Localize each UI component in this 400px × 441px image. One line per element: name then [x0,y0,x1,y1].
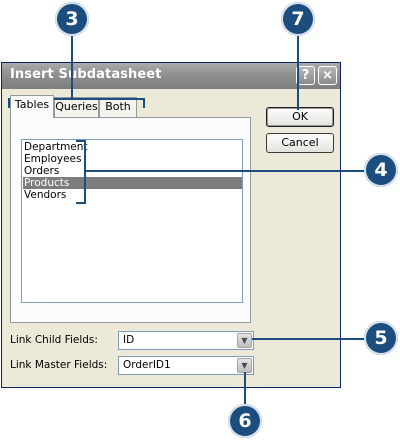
cancel-button[interactable]: Cancel [266,133,334,153]
callout-3-bracket-left [8,98,10,108]
tables-tab-panel: Department Employees Orders Products Ven… [10,117,251,323]
callout-4-bracket-bottom [76,202,86,204]
callout-4: 4 [364,153,398,187]
callout-4-leader [84,170,364,172]
list-item-department[interactable]: Department [24,141,88,153]
list-item-products[interactable]: Products [23,177,242,189]
link-child-fields-value: ID [123,334,135,346]
help-icon: ? [301,68,310,83]
tab-queries[interactable]: Queries [54,97,99,117]
link-master-fields-value: OrderID1 [123,359,171,371]
list-item-employees[interactable]: Employees [24,153,82,165]
link-master-fields-combo[interactable]: OrderID1 ▼ [118,356,254,375]
list-item-vendors[interactable]: Vendors [24,189,67,201]
link-master-fields-label: Link Master Fields: [10,359,108,371]
link-child-fields-label: Link Child Fields: [10,334,98,346]
callout-3-bracket-right [143,98,145,108]
title-bar[interactable]: Insert Subdatasheet ? × [2,63,340,89]
ok-button[interactable]: OK [266,107,334,127]
callout-6: 6 [228,404,262,438]
close-icon: × [322,68,333,83]
tab-both[interactable]: Both [99,97,137,117]
callout-5-leader [252,338,364,340]
callout-7: 7 [281,2,315,36]
dialog-title: Insert Subdatasheet [10,67,162,82]
help-button[interactable]: ? [296,66,315,85]
close-button[interactable]: × [318,66,337,85]
chevron-down-icon[interactable]: ▼ [237,333,252,348]
list-item-orders[interactable]: Orders [24,165,60,177]
chevron-down-icon[interactable]: ▼ [237,358,252,373]
insert-subdatasheet-dialog: Insert Subdatasheet ? × Tables Queries B… [1,62,341,388]
callout-3: 3 [55,2,89,36]
callout-4-bracket-top [76,140,86,142]
table-listbox[interactable]: Department Employees Orders Products Ven… [21,139,243,303]
callout-3-bracket-top [8,98,145,100]
callout-5: 5 [364,321,398,355]
callout-3-leader [71,34,73,100]
tab-tables[interactable]: Tables [10,95,54,118]
callout-4-bracket [84,140,86,204]
callout-7-leader [297,34,299,110]
link-child-fields-combo[interactable]: ID ▼ [118,331,254,350]
callout-6-leader [244,372,246,408]
